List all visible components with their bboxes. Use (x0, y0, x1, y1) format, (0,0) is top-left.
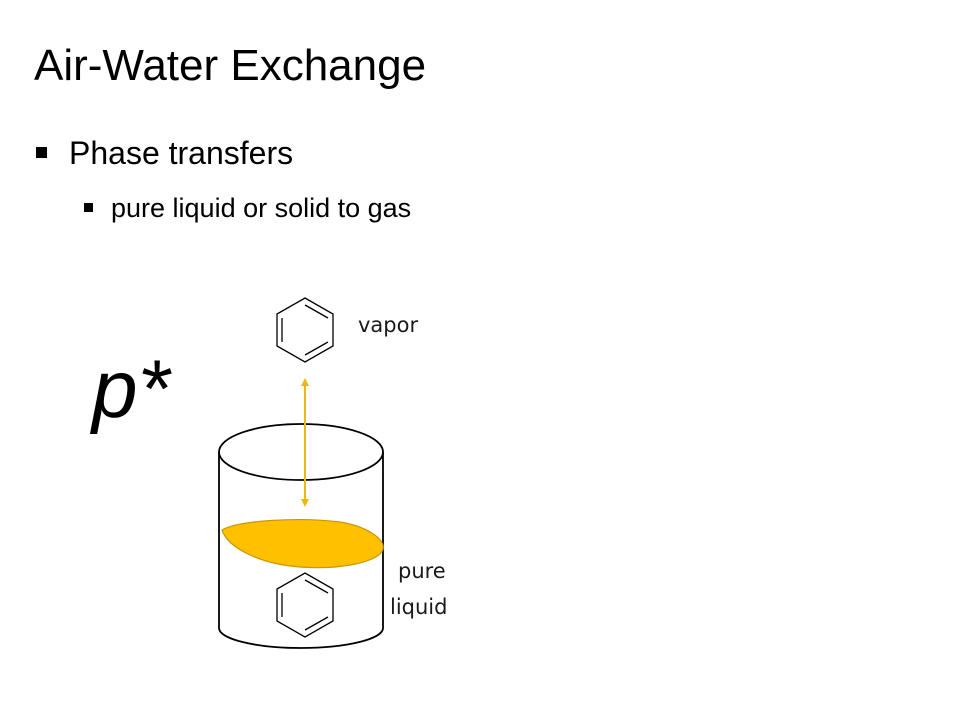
bullet-item: Phase transfers (36, 130, 293, 176)
vapor-label: vapor (358, 313, 418, 337)
sub-bullet-text: pure liquid or solid to gas (111, 193, 412, 223)
sub-bullet-item: pure liquid or solid to gas (84, 188, 411, 228)
liquid-label-line2: liquid (390, 595, 447, 619)
slide-title: Air-Water Exchange (34, 41, 427, 90)
bullet-text: Phase transfers (69, 135, 294, 171)
liquid-benzene-icon (276, 572, 334, 638)
square-bullet-icon (36, 147, 47, 159)
liquid-label-line1: pure (398, 559, 446, 583)
vapor-benzene-icon (276, 297, 334, 363)
square-bullet-icon (84, 202, 93, 212)
liquid-surface (221, 519, 384, 569)
vapor-pressure-symbol: p* (92, 344, 170, 435)
